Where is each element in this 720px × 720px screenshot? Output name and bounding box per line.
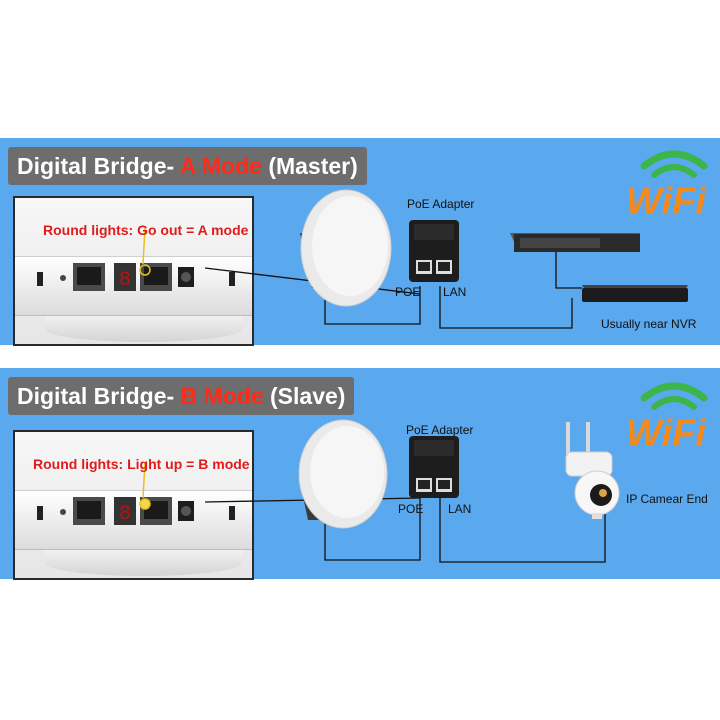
port-poe-label: POE: [398, 502, 424, 516]
end-label: IP Camear End: [626, 492, 708, 506]
panel-a-title: Digital Bridge- A Mode (Master): [8, 147, 367, 185]
lights-label: Round lights: Go out = A mode: [43, 222, 249, 238]
cables: [204, 252, 582, 329]
title-suffix: (Master): [268, 153, 358, 179]
switch-icon: [510, 233, 640, 252]
connection-diagram: [204, 189, 688, 329]
device-ports-icon: 8: [37, 461, 235, 526]
adapter-label: PoE Adapter: [406, 423, 474, 437]
wifi-logo-icon: WiFi: [626, 150, 708, 222]
title-prefix: Digital Bridge-: [17, 153, 175, 179]
wifi-logo-icon: WiFi: [626, 382, 708, 454]
panel-a-mode: Digital Bridge- A Mode (Master) 8 Round …: [0, 138, 720, 346]
device-ports-photo: 8 Round lights: Go out = A mode: [13, 196, 254, 346]
device-ports-icon: 8: [37, 227, 235, 292]
title-suffix: (Slave): [270, 383, 346, 409]
camera-icon: [565, 422, 620, 519]
nvr-icon: [582, 285, 688, 302]
title-mode: B Mode: [180, 383, 264, 409]
port-lan-label: LAN: [448, 502, 472, 516]
end-label: Usually near NVR: [601, 317, 697, 331]
device-ports-photo: 8 Round lights: Light up = B mode: [13, 430, 254, 580]
adapter-label: PoE Adapter: [407, 197, 475, 211]
svg-text:8: 8: [119, 503, 131, 526]
device-base: [45, 550, 242, 576]
panel-b-mode: Digital Bridge- B Mode (Slave) 8 Round l…: [0, 368, 720, 580]
lights-label: Round lights: Light up = B mode: [33, 456, 250, 472]
router-icon: [300, 189, 392, 307]
title-prefix: Digital Bridge-: [17, 383, 175, 409]
title-mode: A Mode: [179, 153, 262, 179]
poe-adapter-icon: [409, 220, 459, 282]
svg-text:8: 8: [119, 269, 131, 292]
connection-diagram: [204, 419, 620, 563]
svg-text:WiFi: WiFi: [626, 413, 707, 454]
port-lan-label: LAN: [443, 285, 467, 299]
svg-text:WiFi: WiFi: [626, 181, 707, 222]
port-poe-label: POE: [395, 285, 421, 299]
poe-adapter-icon: [409, 436, 459, 498]
device-base: [45, 316, 242, 342]
panel-b-title: Digital Bridge- B Mode (Slave): [8, 377, 355, 415]
router-icon: [298, 419, 388, 529]
